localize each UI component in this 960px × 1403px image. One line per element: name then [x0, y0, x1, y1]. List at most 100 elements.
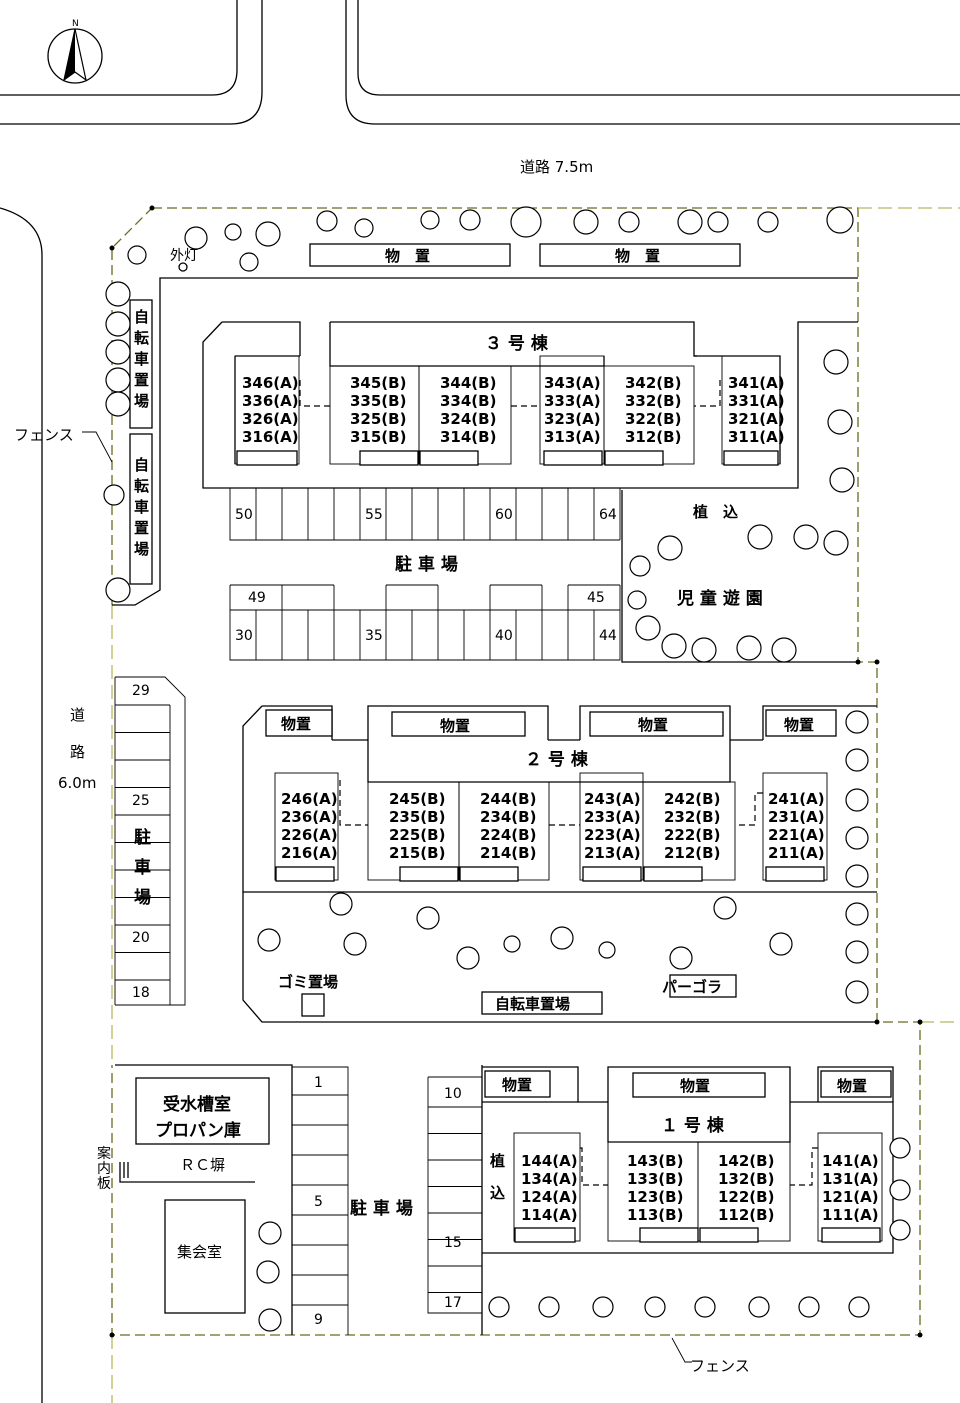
parking-label-main: 駐 車 場	[395, 554, 458, 575]
storage-top-1-label: 物 置	[385, 247, 430, 265]
tree-icon	[669, 946, 693, 970]
svg-text:案: 案	[97, 1145, 111, 1162]
svg-text:49: 49	[248, 590, 266, 606]
svg-text:214(B): 214(B)	[480, 844, 536, 862]
tree-icon	[239, 252, 259, 272]
tree-icon	[845, 902, 869, 926]
svg-text:置: 置	[134, 519, 149, 537]
tree-icon	[691, 637, 717, 663]
tree-icon	[488, 1296, 510, 1318]
planting-label-top: 植 込	[693, 503, 738, 521]
svg-text:212(B): 212(B)	[664, 844, 720, 862]
meeting-room	[164, 1199, 246, 1314]
tree-icon	[769, 932, 793, 956]
svg-text:自: 自	[134, 456, 149, 474]
tree-icon	[793, 524, 819, 550]
tree-icon	[823, 530, 849, 556]
svg-text:40: 40	[495, 628, 513, 644]
svg-text:322(B): 322(B)	[625, 410, 681, 428]
svg-text:50: 50	[235, 507, 253, 523]
parking-lower-right: 10 15 17	[427, 1076, 482, 1314]
tree-icon	[848, 1296, 870, 1318]
tree-icon	[573, 209, 599, 235]
tree-icon	[661, 633, 687, 659]
tree-icon	[827, 409, 853, 435]
tree-icon	[416, 906, 440, 930]
tree-icon	[105, 577, 131, 603]
svg-text:55: 55	[365, 507, 383, 523]
svg-text:236(A): 236(A)	[281, 808, 338, 826]
guide-board-icon	[119, 1162, 150, 1183]
tree-icon	[105, 391, 131, 417]
road-left-3: 6.0m	[58, 774, 96, 792]
svg-text:18: 18	[132, 985, 150, 1001]
building-1-name: １ 号 棟	[661, 1115, 725, 1136]
street-light-label: 外灯	[170, 248, 198, 264]
svg-text:自転車置場: 自転車置場	[495, 995, 570, 1013]
tree-icon	[657, 535, 683, 561]
svg-text:315(B): 315(B)	[350, 428, 406, 446]
svg-text:141(A): 141(A)	[822, 1152, 879, 1170]
svg-text:235(B): 235(B)	[389, 808, 445, 826]
tree-icon	[798, 1296, 820, 1318]
building-3-units: 346(A) 336(A) 326(A) 316(A) 345(B) 335(B…	[242, 374, 785, 446]
svg-text:1: 1	[314, 1075, 323, 1091]
svg-text:143(B): 143(B)	[627, 1152, 683, 1170]
parking-middle: 49 45 30 35 40 44	[229, 584, 621, 661]
tree-icon	[845, 788, 869, 812]
tree-icon	[644, 1296, 666, 1318]
fence-leader-bottom	[671, 1337, 692, 1363]
tree-icon	[550, 926, 574, 950]
road-left-2: 路	[70, 743, 85, 761]
tree-icon	[826, 206, 854, 234]
svg-text:222(B): 222(B)	[664, 826, 720, 844]
svg-text:内: 内	[97, 1161, 111, 1177]
svg-text:335(B): 335(B)	[350, 392, 406, 410]
svg-text:313(A): 313(A)	[544, 428, 601, 446]
svg-text:20: 20	[132, 930, 150, 946]
building-1-units: 144(A) 134(A) 124(A) 114(A) 143(B) 133(B…	[521, 1152, 879, 1224]
svg-text:113(B): 113(B)	[627, 1206, 683, 1224]
tree-icon	[103, 484, 125, 506]
svg-text:122(B): 122(B)	[718, 1188, 774, 1206]
svg-text:転: 転	[134, 329, 149, 347]
storage-top-2	[539, 243, 741, 267]
svg-text:242(B): 242(B)	[664, 790, 720, 808]
fence-leader-left	[82, 431, 113, 463]
svg-text:111(A): 111(A)	[822, 1206, 879, 1224]
tree-icon	[707, 211, 729, 233]
svg-text:物置: 物置	[440, 717, 470, 735]
svg-text:326(A): 326(A)	[242, 410, 299, 428]
svg-text:321(A): 321(A)	[728, 410, 785, 428]
svg-text:225(B): 225(B)	[389, 826, 445, 844]
svg-text:物置: 物置	[502, 1076, 532, 1094]
road-top-label: 道路 7.5m	[520, 158, 593, 176]
svg-text:込: 込	[490, 1184, 505, 1202]
svg-text:受水槽室: 受水槽室	[163, 1094, 231, 1115]
svg-text:221(A): 221(A)	[768, 826, 825, 844]
svg-text:245(B): 245(B)	[389, 790, 445, 808]
svg-text:植: 植	[490, 1152, 505, 1170]
svg-text:246(A): 246(A)	[281, 790, 338, 808]
tree-icon	[889, 1219, 911, 1241]
svg-text:216(A): 216(A)	[281, 844, 338, 862]
svg-text:134(A): 134(A)	[521, 1170, 578, 1188]
svg-text:342(B): 342(B)	[625, 374, 681, 392]
svg-text:15: 15	[444, 1235, 462, 1251]
tree-icon	[889, 1179, 911, 1201]
svg-text:244(B): 244(B)	[480, 790, 536, 808]
tree-icon	[627, 590, 647, 610]
fence-label-bottom: フェンス	[690, 1357, 750, 1375]
svg-text:241(A): 241(A)	[768, 790, 825, 808]
north-label: N	[72, 19, 79, 29]
svg-text:312(B): 312(B)	[625, 428, 681, 446]
svg-text:311(A): 311(A)	[728, 428, 785, 446]
tree-icon	[747, 524, 773, 550]
svg-text:物置: 物置	[680, 1077, 710, 1095]
svg-text:144(A): 144(A)	[521, 1152, 578, 1170]
bike-parking-left-2: 自 転 車 置 場	[129, 433, 153, 585]
svg-text:場: 場	[134, 392, 149, 410]
svg-text:29: 29	[132, 683, 150, 699]
svg-text:142(B): 142(B)	[718, 1152, 774, 1170]
svg-text:9: 9	[314, 1312, 323, 1328]
